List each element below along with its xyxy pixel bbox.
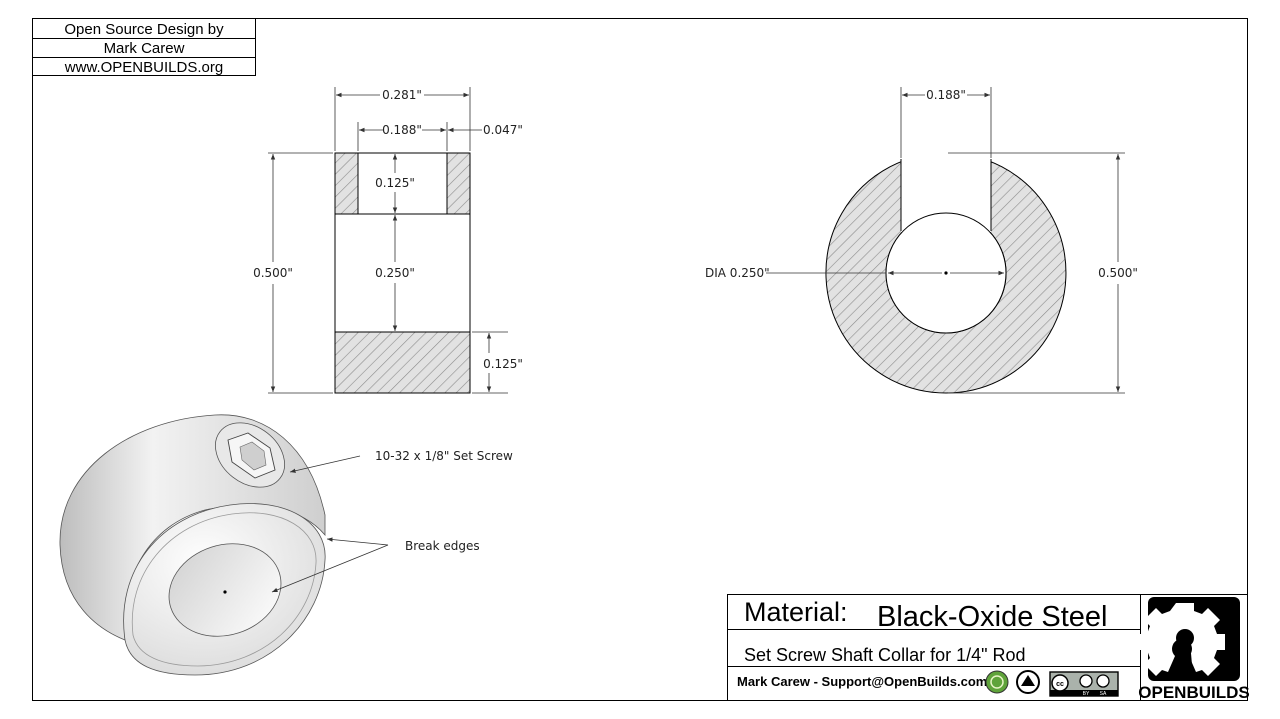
title-block: Material: Black-Oxide Steel Set Screw Sh…: [727, 594, 1250, 702]
author-contact: Mark Carew - Support@OpenBuilds.com: [737, 674, 987, 689]
dim-bore-section: 0.250": [375, 266, 415, 280]
front-bore-region: [334, 213, 471, 333]
bore-center-mark: [944, 271, 948, 275]
isometric-view: 10-32 x 1/8" Set Screw Break edges: [59, 414, 513, 676]
black-badge-icon: [1016, 670, 1040, 694]
part-title: Set Screw Shaft Collar for 1/4" Rod: [744, 645, 1026, 665]
callout-break-edges: Break edges: [405, 539, 480, 553]
callout-set-screw: 10-32 x 1/8" Set Screw: [375, 449, 513, 463]
front-wall-right: [446, 152, 471, 215]
dim-bore-width: 0.188": [382, 123, 422, 137]
dim-outer-diameter: 0.500": [1098, 266, 1138, 280]
designer-block: Open Source Design by Mark Carew www.OPE…: [32, 18, 256, 76]
side-end-view: 0.188" DIA 0.250" 0.500": [705, 87, 1138, 394]
designer-line-1: Open Source Design by: [64, 21, 224, 38]
creative-commons-icon: cc BY SA: [1049, 671, 1119, 697]
front-wall-left: [334, 152, 359, 215]
front-section-view: 0.281" 0.188" 0.047" 0.500" 0.125" 0.250…: [253, 87, 523, 394]
dim-bore-diameter: DIA 0.250": [705, 266, 770, 280]
designer-line-2: Mark Carew: [104, 40, 185, 57]
material-value: Black-Oxide Steel: [877, 601, 1108, 633]
brand-name: OPENBUILDS: [1138, 683, 1249, 702]
dim-bottom-section: 0.125": [483, 357, 523, 371]
svg-text:cc: cc: [1056, 681, 1064, 688]
dim-top-section: 0.125": [375, 176, 415, 190]
sheet-border: [32, 18, 1248, 701]
dim-overall-width: 0.281": [382, 88, 422, 102]
material-label: Material:: [744, 597, 848, 627]
dim-slot-width: 0.188": [926, 88, 966, 102]
cc-by-label: BY: [1083, 691, 1090, 697]
green-badge-icon: [985, 670, 1009, 694]
dim-wall-thickness: 0.047": [483, 123, 523, 137]
designer-line-3: www.OPENBUILDS.org: [64, 59, 223, 76]
dim-overall-height: 0.500": [253, 266, 293, 280]
collar-bore: [168, 543, 282, 637]
front-bottom-section: [334, 331, 471, 394]
openbuilds-gear-logo: OPENBUILDS: [1138, 597, 1250, 702]
cc-sa-label: SA: [1100, 691, 1107, 697]
